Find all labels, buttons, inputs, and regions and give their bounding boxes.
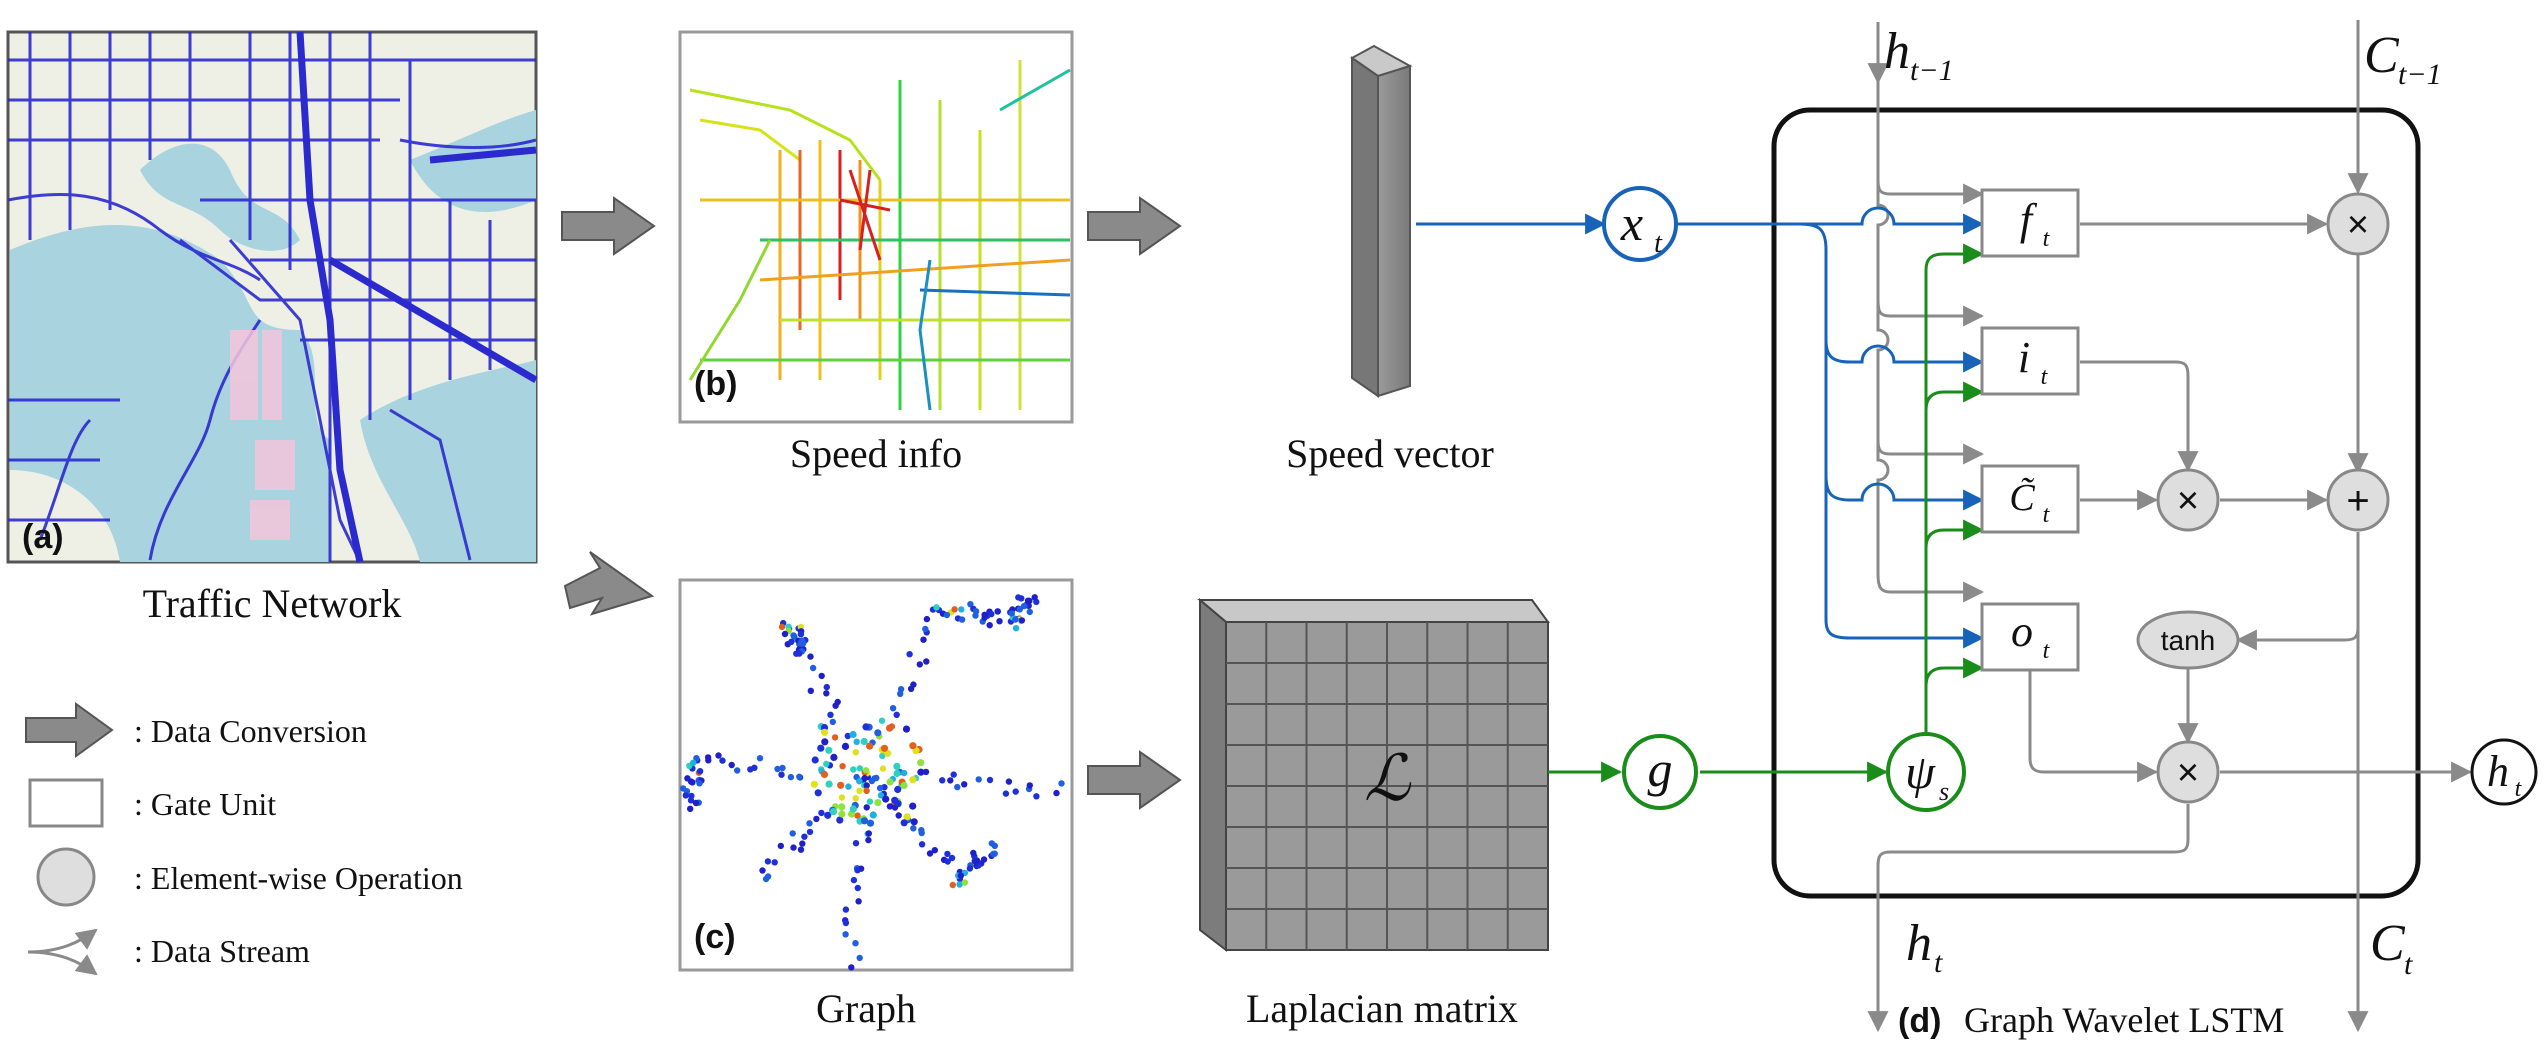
arrow-icon bbox=[25, 702, 114, 758]
speed-vector-caption: Speed vector bbox=[1286, 431, 1494, 476]
svg-text:t: t bbox=[2043, 226, 2051, 252]
conversion-arrow-icon bbox=[561, 196, 656, 256]
gray-data-streams bbox=[1867, 20, 2473, 1033]
svg-text:C: C bbox=[2364, 27, 2400, 84]
speed-info-caption: Speed info bbox=[790, 431, 962, 476]
multiply-op-input: × bbox=[2156, 468, 2220, 532]
multiply-op-output: × bbox=[2156, 740, 2220, 804]
svg-text:+: + bbox=[2346, 479, 2369, 523]
c-prev-label: C t−1 bbox=[2364, 27, 2442, 91]
speed-vector-block bbox=[1350, 44, 1413, 398]
svg-text:ψ: ψ bbox=[1905, 746, 1936, 799]
speed-info-map: (b) bbox=[678, 30, 1074, 424]
svg-text:t: t bbox=[2041, 364, 2049, 390]
svg-text:i: i bbox=[2018, 333, 2030, 382]
lstm-cell bbox=[1771, 107, 2421, 899]
h-prev-label: h t−1 bbox=[1884, 23, 1954, 87]
svg-text:C: C bbox=[2370, 915, 2406, 972]
svg-text:o: o bbox=[2011, 607, 2033, 656]
x-input-node: x t bbox=[1602, 186, 1678, 262]
legend-label: : Gate Unit bbox=[134, 786, 276, 822]
svg-text:g: g bbox=[1648, 741, 1673, 797]
blue-data-streams bbox=[1416, 206, 1985, 649]
panel-b-letter: (b) bbox=[694, 365, 737, 403]
svg-text:(d): (d) bbox=[1898, 1002, 1941, 1040]
svg-text:t: t bbox=[2515, 776, 2523, 802]
svg-text:t: t bbox=[2043, 638, 2051, 664]
gate-box-icon bbox=[28, 778, 104, 828]
svg-text:h: h bbox=[1884, 23, 1910, 80]
conversion-arrow-icon bbox=[1087, 750, 1182, 810]
svg-text:C̃: C̃ bbox=[2009, 477, 2035, 519]
laplacian-caption: Laplacian matrix bbox=[1246, 986, 1518, 1031]
c-next-label: C t bbox=[2370, 915, 2413, 981]
conversion-arrow-icon bbox=[1087, 196, 1182, 256]
svg-text:h: h bbox=[1906, 915, 1932, 972]
svg-text:x: x bbox=[1620, 195, 1643, 251]
psi-node: ψ s bbox=[1886, 732, 1966, 812]
svg-text:t: t bbox=[1654, 228, 1663, 259]
lstm-caption: (d) Graph Wavelet LSTM bbox=[1898, 1000, 2284, 1040]
graph-caption: Graph bbox=[816, 986, 916, 1031]
h-next-label: h t bbox=[1906, 915, 1943, 979]
traffic-network-caption: Traffic Network bbox=[143, 581, 402, 626]
panel-a-letter: (a) bbox=[22, 518, 64, 556]
legend-label: : Data Stream bbox=[134, 933, 310, 969]
h-output-node: h t bbox=[2470, 738, 2538, 806]
forget-gate-box: f t bbox=[1980, 188, 2080, 258]
svg-text:×: × bbox=[2177, 752, 2199, 794]
svg-text:×: × bbox=[2177, 480, 2199, 522]
svg-text:Graph Wavelet LSTM: Graph Wavelet LSTM bbox=[1964, 1000, 2284, 1040]
svg-text:tanh: tanh bbox=[2161, 625, 2216, 656]
svg-text:t: t bbox=[2404, 948, 2413, 981]
input-gate-box: i t bbox=[1980, 326, 2080, 396]
circle-icon bbox=[36, 847, 96, 907]
green-data-streams bbox=[1548, 243, 1985, 783]
tanh-op: tanh bbox=[2136, 610, 2240, 670]
svg-text:t−1: t−1 bbox=[2398, 58, 2442, 91]
laplacian-matrix-cube: ℒ bbox=[1197, 597, 1550, 953]
legend-label: : Element-wise Operation bbox=[134, 860, 463, 896]
svg-text:×: × bbox=[2347, 204, 2369, 246]
panel-c-letter: (c) bbox=[694, 918, 736, 956]
conversion-arrow-icon bbox=[563, 551, 655, 616]
add-op: + bbox=[2326, 468, 2390, 532]
legend: : Data Conversion : Gate Unit : Element-… bbox=[25, 702, 463, 976]
output-gate-box: o t bbox=[1980, 602, 2080, 672]
traffic-network-map: (a) bbox=[6, 30, 538, 564]
graph-panel: (c) bbox=[678, 578, 1074, 972]
legend-label: : Data Conversion bbox=[134, 713, 367, 749]
fork-arrow-icon bbox=[27, 928, 98, 976]
svg-text:t: t bbox=[1934, 946, 1943, 979]
laplacian-symbol: ℒ bbox=[1364, 743, 1412, 814]
svg-text:s: s bbox=[1939, 777, 1949, 806]
svg-text:t−1: t−1 bbox=[1910, 54, 1954, 87]
svg-text:t: t bbox=[2043, 502, 2051, 528]
candidate-gate-box: C̃ t bbox=[1980, 464, 2080, 534]
svg-text:h: h bbox=[2487, 747, 2509, 796]
multiply-op-forget: × bbox=[2326, 192, 2390, 256]
g-wavelet-node: g bbox=[1622, 734, 1698, 810]
